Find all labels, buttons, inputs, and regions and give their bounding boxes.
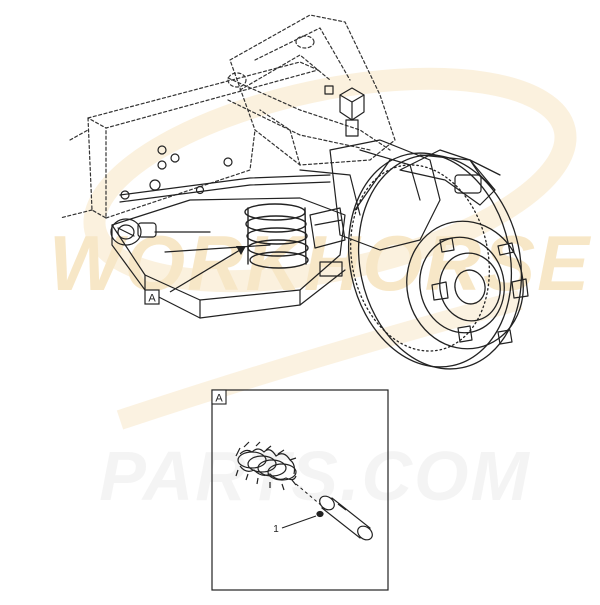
callout-a-box: [144, 289, 160, 305]
detail-view-label-box: [211, 389, 227, 405]
suspension-assembly-illustration: [59, 14, 529, 370]
detail-view-frame: [211, 389, 389, 591]
brake-rotor: [347, 152, 523, 370]
lower-arm-pivot-bolt: [110, 218, 157, 246]
spring-seat: [309, 207, 346, 277]
coil-spring: [244, 203, 309, 269]
callout-a-leader-line: [169, 249, 241, 293]
watermark-swoosh-top: [83, 67, 577, 293]
wheel-studs: [431, 237, 529, 345]
watermark-swoosh-bottom: [116, 290, 523, 430]
detail-view-label: A: [215, 393, 223, 405]
lower-control-arm: [111, 197, 346, 319]
upper-control-arm: [227, 77, 391, 151]
callout-a-main: A: [144, 246, 246, 305]
upper-mount-bracket: [227, 14, 396, 166]
part-1-leader-line: [281, 515, 317, 529]
detail-view-a: A 1: [211, 389, 389, 591]
watermark-text-line2: PARTS.COM: [99, 437, 531, 515]
tie-rod: [119, 174, 331, 203]
detail-coil-spring: [235, 441, 297, 491]
frame-bolts: [157, 145, 233, 195]
upper-ball-joint: [324, 85, 365, 137]
callout-a-arrowhead: [236, 246, 246, 255]
watermark-logo: WORKHORSE PARTS.COM: [49, 67, 589, 515]
frame-rail: [59, 61, 319, 219]
part-1-number: 1: [273, 524, 279, 535]
callout-a-label: A: [148, 293, 156, 305]
brake-caliper-bracket: [399, 149, 496, 206]
part-1-bumper: [316, 495, 373, 541]
